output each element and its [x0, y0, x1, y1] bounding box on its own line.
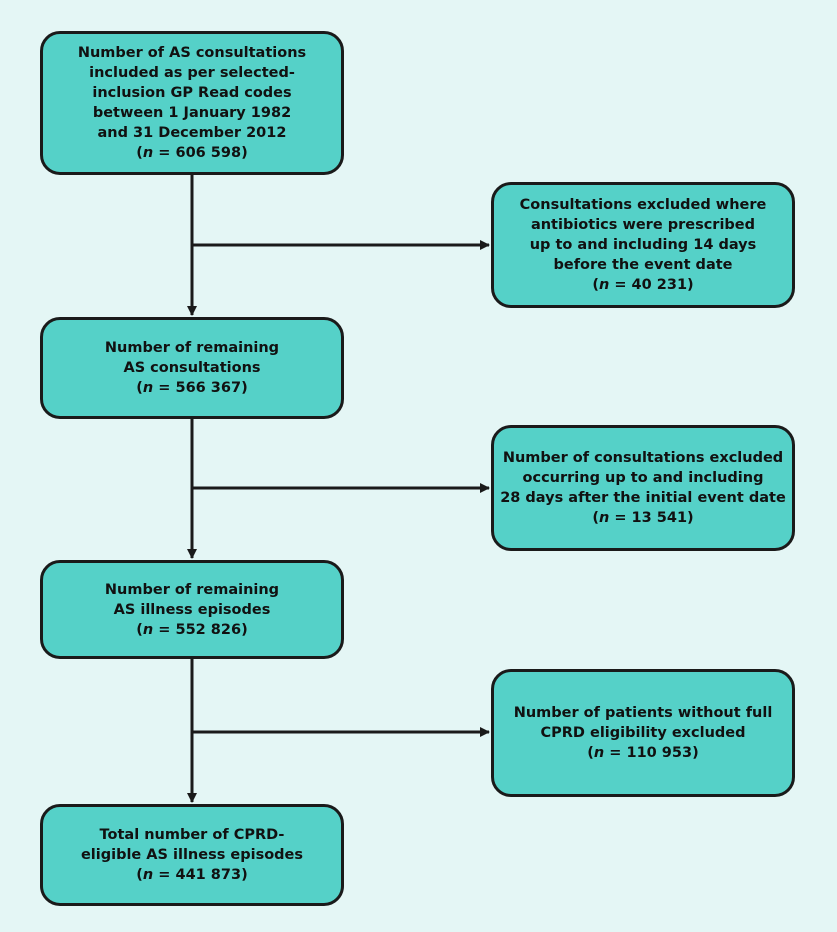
box-text-line: Number of patients without full [513, 705, 773, 721]
box-text-line: Number of remaining [104, 581, 280, 598]
count-value: = 566 367) [153, 380, 248, 396]
box-count: (n = 40 231) [592, 275, 693, 295]
box-text-line: Number of AS consultations [77, 45, 307, 61]
count-variable: n [593, 745, 605, 761]
box-text-line: eligible AS illness episodes [80, 847, 304, 863]
count-variable: n [142, 867, 154, 883]
box-text-line: Consultations excluded where [519, 197, 767, 213]
box-text-line: inclusion GP Read codes [92, 85, 292, 101]
count-open-paren: ( [592, 510, 599, 526]
count-variable: n [142, 145, 154, 161]
count-variable: n [142, 380, 154, 396]
box-text-line: 28 days after the initial event date [500, 490, 786, 506]
box-text-line: between 1 January 1982 [92, 105, 292, 121]
box-text-line: before the event date [553, 257, 733, 273]
box-excluded-antibiotics: Consultations excluded where antibiotics… [491, 182, 795, 308]
box-initial-consultations: Number of AS consultations included as p… [40, 31, 344, 175]
count-open-paren: ( [587, 745, 594, 761]
count-value: = 13 541) [609, 510, 694, 526]
box-text-line: and 31 December 2012 [97, 125, 287, 141]
count-value: = 110 953) [604, 745, 699, 761]
count-open-paren: ( [136, 621, 143, 638]
count-variable: n [598, 277, 610, 293]
count-open-paren: ( [136, 380, 143, 396]
count-variable: n [598, 510, 610, 526]
box-count: (n = 606 598) [136, 143, 247, 163]
count-value: = 441 873) [153, 867, 248, 883]
box-text-line: up to and including 14 days [529, 237, 757, 253]
count-open-paren: ( [136, 145, 143, 161]
count-value: = 606 598) [153, 145, 248, 161]
box-text-line: CPRD eligibility excluded [540, 725, 746, 741]
box-count: (n = 552 826) [136, 620, 247, 640]
box-excluded-eligibility: Number of patients without full CPRD eli… [491, 669, 795, 797]
box-text-line: AS consultations [123, 360, 261, 376]
count-value: = 552 826) [153, 621, 248, 638]
box-remaining-episodes: Number of remaining AS illness episodes … [40, 560, 344, 659]
box-count: (n = 566 367) [136, 378, 247, 398]
count-open-paren: ( [136, 867, 143, 883]
count-value: = 40 231) [609, 277, 694, 293]
box-count: (n = 13 541) [592, 508, 693, 528]
box-remaining-consultations: Number of remaining AS consultations (n … [40, 317, 344, 419]
box-text-line: Number of remaining [104, 340, 280, 356]
count-open-paren: ( [592, 277, 599, 293]
box-count: (n = 110 953) [587, 743, 698, 763]
box-text-line: antibiotics were prescribed [530, 217, 756, 233]
box-text-line: occurring up to and including [522, 470, 764, 486]
box-text-line: Number of consultations excluded [502, 450, 784, 466]
box-text-line: AS illness episodes [113, 601, 271, 618]
box-count: (n = 441 873) [136, 865, 247, 885]
box-excluded-28-days: Number of consultations excluded occurri… [491, 425, 795, 551]
count-variable: n [142, 621, 154, 638]
box-text-line: Total number of CPRD- [99, 827, 285, 843]
box-total-eligible-episodes: Total number of CPRD- eligible AS illnes… [40, 804, 344, 906]
box-text-line: included as per selected- [89, 65, 295, 81]
